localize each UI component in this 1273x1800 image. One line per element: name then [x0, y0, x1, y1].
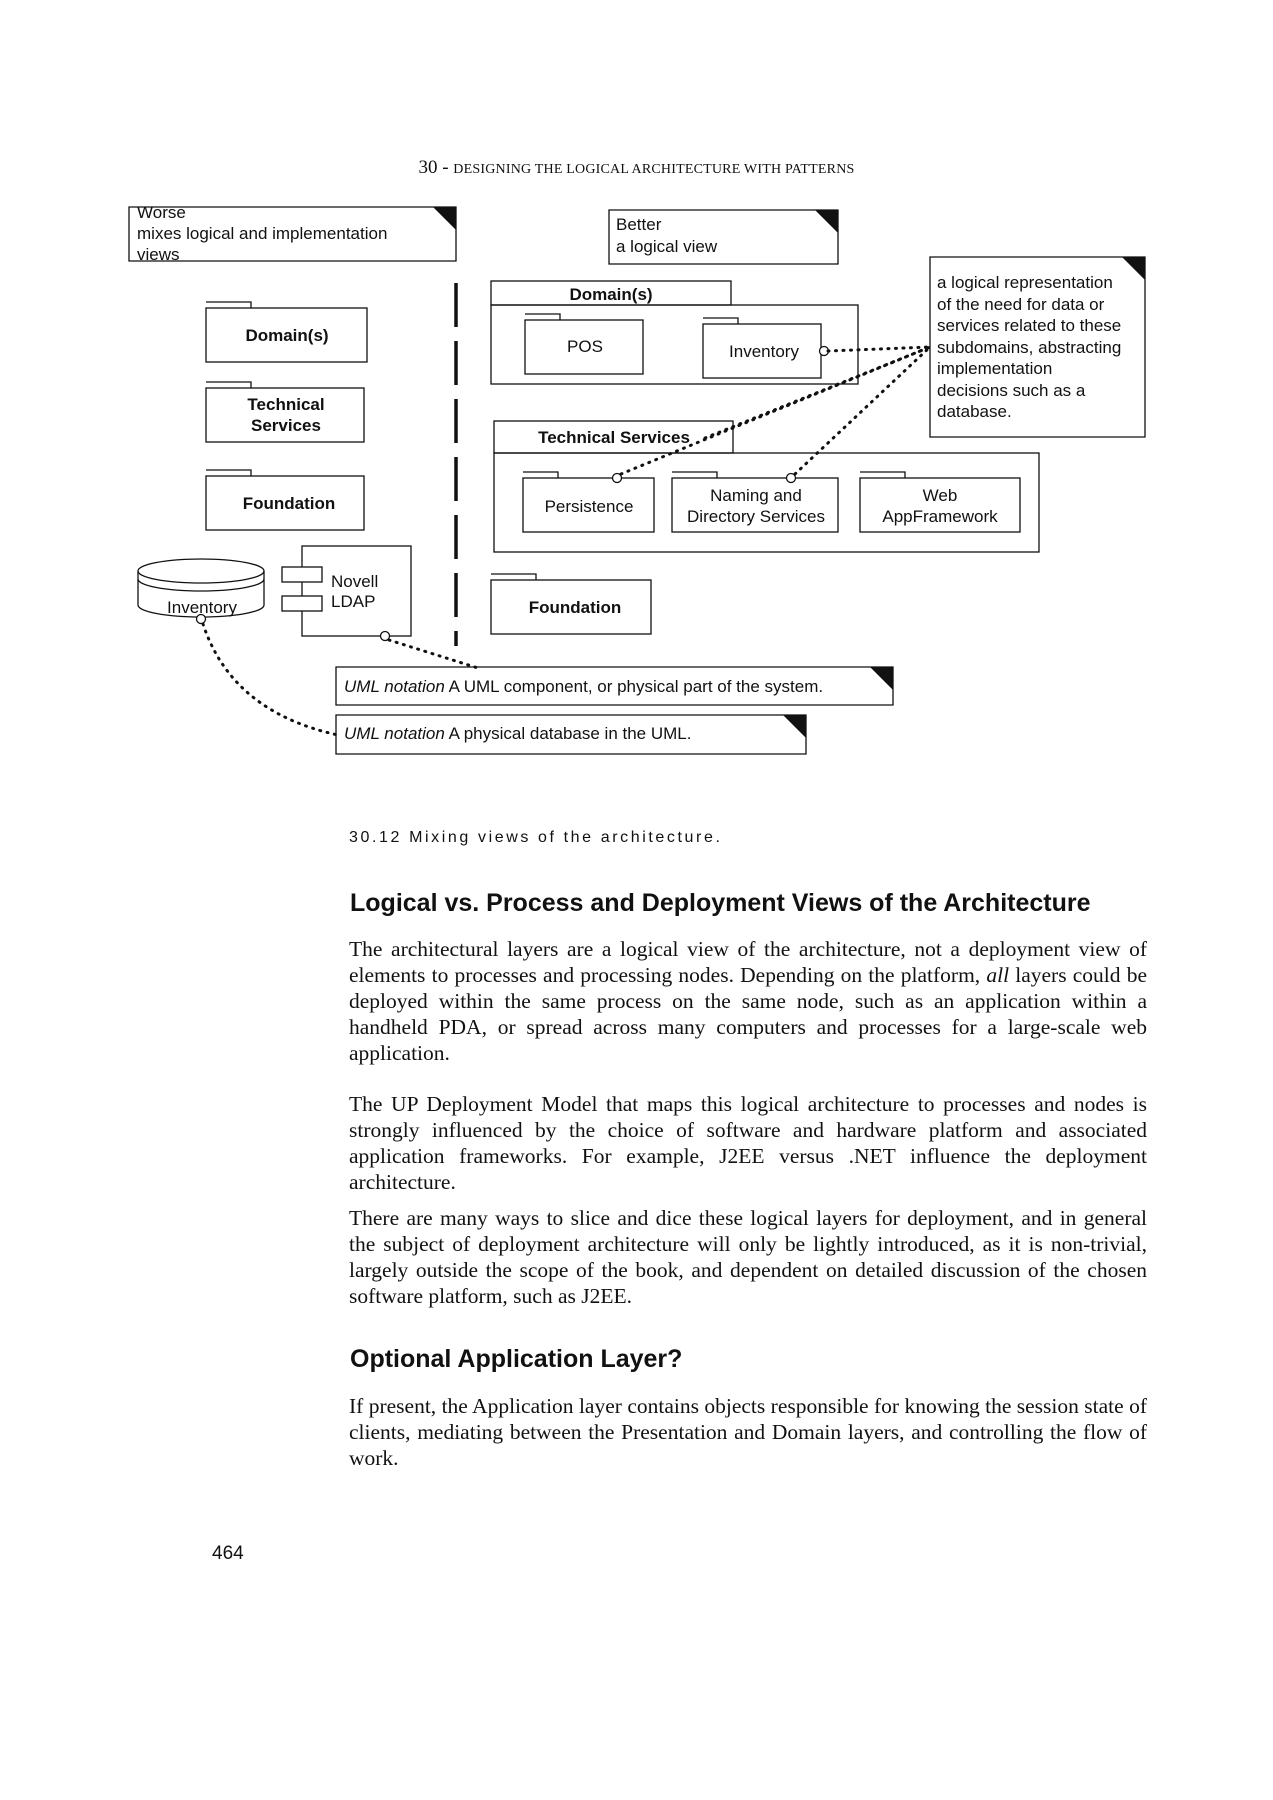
section-heading-1: Logical vs. Process and Deployment Views… [350, 889, 1091, 917]
naming-package [671, 477, 839, 533]
architecture-diagram: Worse mixes logical and implementation v… [128, 203, 1146, 755]
right-technical-label: Technical Services [538, 428, 690, 447]
web-package [859, 477, 1021, 533]
running-head: 30 - DESIGNING THE LOGICAL ARCHITECTURE … [0, 157, 1273, 179]
uml-component-dogear [870, 667, 893, 690]
left-foundation-label: Foundation [243, 494, 336, 513]
left-foundation-tab [206, 469, 252, 476]
note-better-line-2: a logical view [616, 237, 718, 256]
pos-label: POS [567, 337, 603, 356]
database-label: Inventory [167, 598, 237, 617]
section-heading-2: Optional Application Layer? [350, 1345, 683, 1373]
component-port-bottom [281, 595, 323, 612]
note-logical-line-2: of the need for data or [937, 295, 1105, 314]
right-foundation-tab [491, 573, 537, 580]
naming-label-2: Directory Services [687, 507, 825, 526]
left-domain-label: Domain(s) [245, 326, 328, 345]
paragraph-1-part-b: layers could be deployed within the same… [349, 963, 1147, 1065]
persistence-tab [523, 471, 559, 478]
right-foundation-label: Foundation [529, 598, 622, 617]
note-better-line-1: Better [616, 215, 662, 234]
uml-database-note-text: A physical database in the UML. [445, 724, 692, 743]
chapter-title: DESIGNING THE LOGICAL ARCHITECTURE WITH … [453, 162, 855, 177]
pos-tab [525, 313, 561, 320]
left-domain-package [205, 307, 368, 363]
uml-component-note: UML notation A UML component, or physica… [344, 677, 823, 696]
left-foundation-package [205, 475, 365, 531]
paragraph-1: The architectural layers are a logical v… [349, 936, 1147, 1066]
paragraph-1-part-a: The architectural layers are a logical v… [349, 937, 1147, 987]
note-logical-box [929, 256, 1146, 438]
uml-component-note-text: A UML component, or physical part of the… [445, 677, 823, 696]
dotted-line-technical [703, 345, 932, 440]
right-technical-package [493, 452, 1040, 553]
web-label-2: AppFramework [882, 507, 998, 526]
database-cylinder-top [137, 558, 265, 584]
naming-label-1: Naming and [710, 486, 802, 505]
database-interface-icon [195, 613, 207, 625]
naming-interface-icon [785, 472, 797, 484]
note-better-dogear [815, 210, 838, 233]
left-technical-label-1: Technical [247, 395, 324, 414]
figure-caption: 30.12 Mixing views of the architecture. [349, 829, 723, 846]
note-worse-box [128, 206, 457, 262]
pos-package [524, 319, 644, 375]
right-foundation-package [490, 579, 652, 635]
database-cylinder-ring [137, 578, 265, 592]
note-worse-line-3: views [137, 245, 180, 264]
uml-database-note: UML notation A physical database in the … [344, 724, 691, 743]
naming-tab [672, 471, 718, 478]
paragraph-2: The UP Deployment Model that maps this l… [349, 1092, 1147, 1194]
left-domain-tab [206, 301, 252, 308]
ldap-label-2: LDAP [331, 592, 375, 611]
uml-component-note-box [335, 666, 894, 706]
note-logical-line-3: services related to these [937, 316, 1121, 335]
ldap-label-1: Novell [331, 572, 378, 591]
uml-component-note-label: UML notation [344, 677, 445, 696]
note-logical-line-1: a logical representation [937, 273, 1113, 292]
note-logical-line-5: implementation [937, 359, 1052, 378]
note-better-box [608, 209, 839, 265]
paragraph-4: If present, the Application layer contai… [349, 1394, 1147, 1470]
left-technical-label-2: Services [251, 416, 321, 435]
note-logical-line-7: database. [937, 402, 1012, 421]
web-tab [860, 471, 906, 478]
uml-database-dogear [783, 715, 806, 738]
dotted-line-naming [793, 345, 932, 476]
chapter-number: 30 [418, 157, 438, 178]
right-domain-package [490, 304, 859, 385]
left-technical-package [205, 387, 365, 443]
note-logical-dogear [1122, 257, 1145, 280]
dotted-line-inventory [826, 345, 932, 353]
note-worse-dogear [433, 207, 456, 230]
inventory-tab [703, 317, 739, 324]
note-logical-line-4: subdomains, abstracting [937, 338, 1121, 357]
right-domain-label: Domain(s) [569, 285, 652, 304]
paragraph-1-emphasis: all [986, 963, 1010, 987]
note-worse-line-2: mixes logical and implementation [137, 224, 387, 243]
web-label-1: Web [923, 486, 958, 505]
ldap-interface-icon [379, 630, 391, 642]
note-worse-line-1: Worse [137, 203, 186, 222]
persistence-label: Persistence [545, 497, 634, 516]
uml-database-note-label: UML notation [344, 724, 445, 743]
inventory-label: Inventory [729, 342, 799, 361]
note-logical-line-6: decisions such as a [937, 381, 1086, 400]
persistence-package [522, 477, 655, 533]
uml-database-note-box [335, 714, 807, 755]
component-port-top [281, 566, 323, 583]
left-technical-tab [206, 381, 252, 388]
dotted-line-database [201, 622, 340, 737]
paragraph-3: There are many ways to slice and dice th… [349, 1206, 1147, 1308]
persistence-interface-icon [611, 472, 623, 484]
running-head-separator: - [437, 157, 454, 178]
ldap-component-box [301, 545, 412, 637]
dotted-line-ldap [387, 638, 480, 670]
page-number: 464 [212, 1543, 244, 1564]
